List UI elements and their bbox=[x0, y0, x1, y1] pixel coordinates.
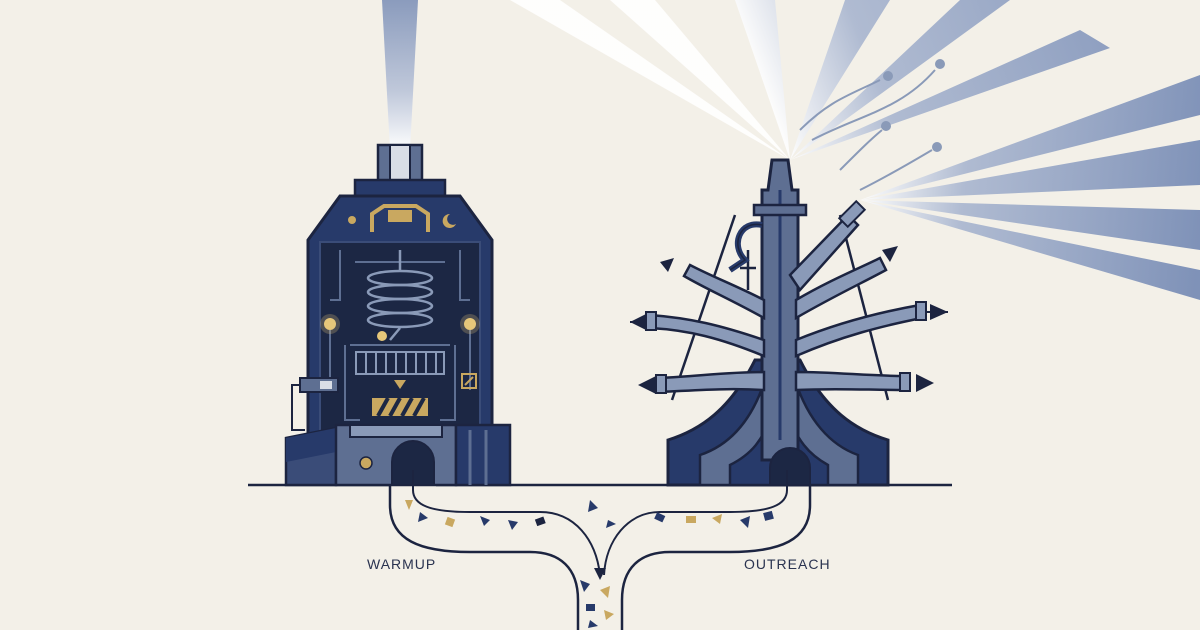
channel-walls bbox=[388, 485, 812, 630]
branching-tree-icon bbox=[630, 158, 948, 487]
crescent-moon-icon bbox=[442, 213, 456, 228]
light-rays-lower bbox=[860, 75, 1200, 300]
light-beam bbox=[382, 0, 418, 150]
warmup-label: WARMUP bbox=[367, 556, 437, 572]
signal-filaments bbox=[799, 59, 945, 191]
outreach-label: OUTREACH bbox=[744, 556, 831, 572]
flow-arrows bbox=[412, 470, 788, 580]
envelope-icon bbox=[405, 500, 774, 628]
light-rays bbox=[510, 0, 1110, 160]
furnace-machine-icon bbox=[284, 143, 512, 487]
